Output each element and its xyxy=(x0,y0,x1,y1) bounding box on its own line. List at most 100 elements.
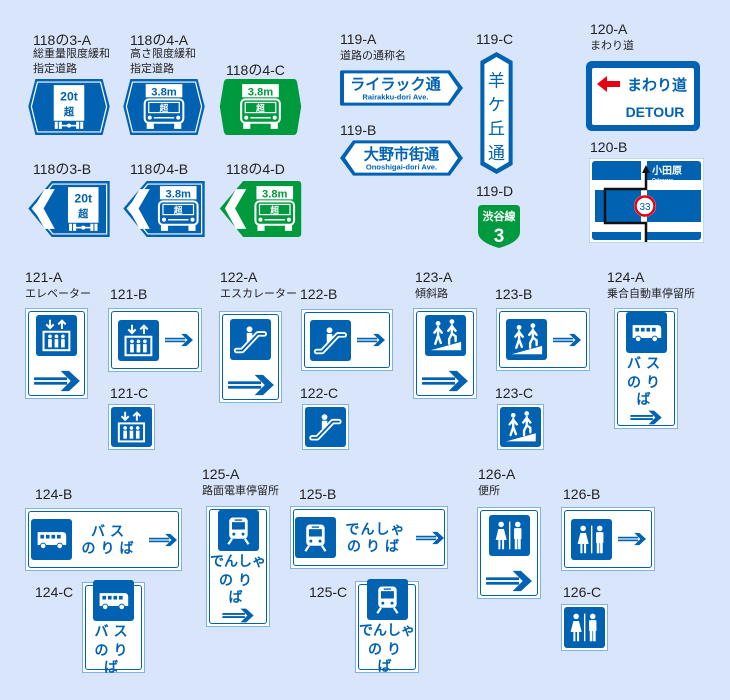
sign-code: 120-A xyxy=(590,21,628,37)
sign-code: 126-B xyxy=(563,486,601,502)
elevator-icon xyxy=(36,315,77,356)
sign-text: でんしゃ xyxy=(345,520,406,537)
sign-118-4-b: 3.8m 超 xyxy=(123,181,205,237)
sign-118-4-d: 3.8m 超 xyxy=(219,181,302,237)
sign-122-b xyxy=(301,309,393,371)
bus-icon xyxy=(30,519,72,560)
sign-caption: 便所 xyxy=(478,485,500,497)
sign-125-c: でんしゃ のりば xyxy=(355,579,419,674)
sign-code: 125-B xyxy=(299,486,337,502)
slope-icon xyxy=(500,407,541,447)
sign-caption: 指定道路 xyxy=(130,63,174,75)
svg-text:3.8m: 3.8m xyxy=(248,86,274,98)
sign-121-b xyxy=(108,308,202,372)
sign-125-a: でんしゃ のりば xyxy=(206,506,270,627)
sign-126-b xyxy=(561,507,655,571)
toilet-icon xyxy=(570,518,612,560)
arrow-right-icon xyxy=(165,329,193,351)
sign-119-a: ライラック通 Rairakku-dori Ave. xyxy=(340,70,463,106)
sign-text: でんしゃ xyxy=(210,553,266,569)
sign-code: 118の3-B xyxy=(33,161,92,177)
slope-icon xyxy=(505,319,547,360)
sign-119-d: 渋谷線 3 xyxy=(478,205,520,248)
sign-code: 122-B xyxy=(300,286,338,302)
svg-text:Onoshigai-dori Ave.: Onoshigai-dori Ave. xyxy=(366,163,437,172)
sign-code: 119-C xyxy=(476,31,514,47)
sign-124-c: バス のりば xyxy=(82,579,145,675)
sign-code: 118の4-D xyxy=(226,161,285,177)
sign-119-b: 大野市街通 Onoshigai-dori Ave. xyxy=(340,140,463,176)
train-icon xyxy=(217,510,259,551)
svg-text:ライラック通: ライラック通 xyxy=(350,77,442,94)
svg-text:渋谷線: 渋谷線 xyxy=(483,209,516,223)
sign-120-b: 小田原 Odawara 33 xyxy=(589,158,704,243)
svg-text:3.8m: 3.8m xyxy=(262,188,288,200)
svg-text:Odawara: Odawara xyxy=(652,178,673,184)
arrow-right-icon xyxy=(149,529,177,551)
svg-text:超: 超 xyxy=(63,106,75,119)
sign-125-b: でんしゃのりば xyxy=(290,506,448,569)
sign-caption: 傾斜路 xyxy=(415,288,448,300)
sign-caption: 乗合自動車停留所 xyxy=(607,288,695,300)
train-icon xyxy=(294,517,336,558)
arrow-right-icon xyxy=(416,527,444,549)
sign-text: のりば xyxy=(627,374,665,407)
sign-text: のりば xyxy=(94,641,133,675)
sign-text: バス xyxy=(91,522,129,539)
sign-caption: 道路の通称名 xyxy=(340,50,406,62)
sign-code: 121-C xyxy=(110,385,149,401)
toilet-icon xyxy=(564,607,605,648)
svg-text:羊: 羊 xyxy=(488,70,505,90)
sign-text: のりば xyxy=(347,537,404,554)
svg-text:DETOUR: DETOUR xyxy=(626,104,685,120)
sign-code: 126-C xyxy=(563,584,602,600)
elevator-icon xyxy=(111,407,152,447)
svg-text:3.8m: 3.8m xyxy=(165,188,191,200)
svg-text:超: 超 xyxy=(77,208,89,221)
sign-code: 121-B xyxy=(110,286,148,302)
train-icon xyxy=(366,579,408,620)
sign-118-4-a: 3.8m 超 xyxy=(123,79,205,135)
svg-text:20t: 20t xyxy=(74,191,92,205)
sign-code: 119-D xyxy=(476,183,514,199)
sign-118-4-c: 3.8m 超 xyxy=(219,79,302,135)
sign-caption: 指定道路 xyxy=(33,63,77,75)
sign-code: 122-A xyxy=(220,269,258,285)
arrow-right-icon xyxy=(553,329,581,351)
arrow-right-icon xyxy=(215,608,261,623)
sign-code: 124-C xyxy=(35,584,74,600)
sign-code: 118の4-C xyxy=(226,62,285,78)
sign-122-a xyxy=(219,311,282,403)
svg-text:3.8m: 3.8m xyxy=(151,86,177,98)
sign-119-c: 羊 ケ 丘 通 xyxy=(480,52,513,174)
sign-caption: 総重量限度緩和 xyxy=(33,48,110,60)
svg-text:まわり道: まわり道 xyxy=(627,76,687,94)
arrow-right-icon xyxy=(34,370,80,392)
svg-text:超: 超 xyxy=(159,102,169,113)
sign-code: 125-A xyxy=(202,466,240,482)
svg-text:3: 3 xyxy=(494,226,505,247)
svg-text:Rairakku-dori Ave.: Rairakku-dori Ave. xyxy=(362,93,428,102)
sign-caption: 高さ限度緩和 xyxy=(130,48,196,60)
sign-121-c xyxy=(108,404,155,450)
sign-122-c xyxy=(302,404,349,450)
sign-118-3-b: 20t 超 xyxy=(28,181,110,237)
arrow-right-icon xyxy=(228,374,274,396)
escalator-icon xyxy=(309,319,351,361)
svg-text:超: 超 xyxy=(255,102,265,113)
arrow-right-icon xyxy=(623,410,669,425)
toilet-icon xyxy=(488,514,530,556)
sign-text: バス xyxy=(627,355,665,371)
escalator-icon xyxy=(230,318,271,360)
svg-text:ケ: ケ xyxy=(488,94,505,114)
sign-code: 123-A xyxy=(415,269,453,285)
sign-code: 126-A xyxy=(478,466,516,482)
svg-text:通: 通 xyxy=(488,143,505,163)
svg-text:超: 超 xyxy=(269,204,279,215)
sign-120-a: まわり道 DETOUR xyxy=(586,61,700,131)
sign-code: 124-B xyxy=(35,486,73,502)
sign-126-c xyxy=(561,604,608,651)
sign-caption: エスカレーター xyxy=(220,288,297,300)
sign-caption: まわり道 xyxy=(590,40,634,52)
sign-text: バス xyxy=(94,622,133,639)
